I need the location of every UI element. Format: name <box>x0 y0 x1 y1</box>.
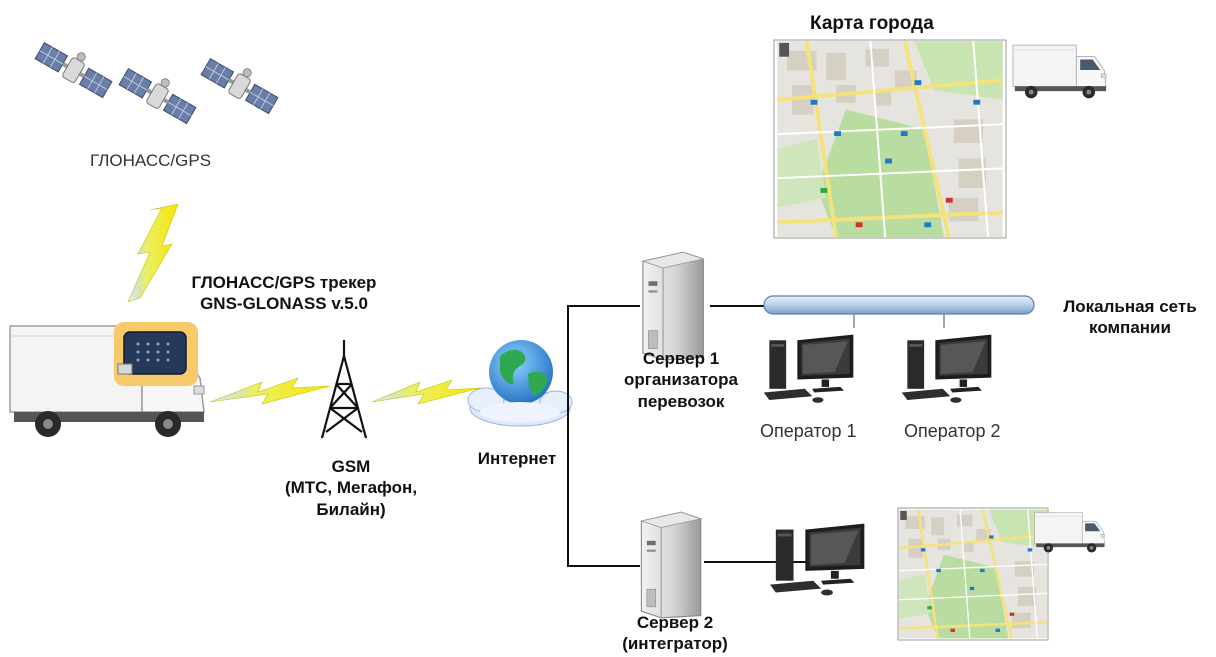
internet-label: Интернет <box>477 449 557 468</box>
truck-icon <box>1034 512 1105 553</box>
gsm-label-line1: GSM <box>331 457 371 476</box>
gsm-label-line2: (МТС, Мегафон, <box>284 478 418 498</box>
server-icon <box>642 251 704 361</box>
lan-label-line1: Локальная сеть <box>1063 297 1197 316</box>
workstation-icon <box>763 334 854 403</box>
gnss-label: ГЛОНАСС/GPS <box>90 151 212 170</box>
tracker-label-line2: GNS-GLONASS v.5.0 <box>200 294 368 314</box>
server1-label: Сервер 1 организатора перевозок <box>606 348 756 412</box>
gps-tracker-icon <box>114 322 198 386</box>
satellite-icon <box>199 56 280 116</box>
server1-label-line1: Сервер 1 <box>642 349 720 368</box>
satellite-icon <box>33 40 114 100</box>
city-map-icon <box>773 39 1007 239</box>
cell-tower-icon <box>320 340 368 439</box>
gsm-link-bolt-icon <box>209 377 331 405</box>
workstation-icon <box>769 523 865 596</box>
globe-cloud-icon <box>467 340 573 427</box>
workstation-icon <box>901 334 992 403</box>
server1-label-line3: перевозок <box>637 391 725 411</box>
gsm-label: GSM (МТС, Мегафон, Билайн) <box>256 456 446 520</box>
server1-label-line2: организатора <box>623 370 739 390</box>
operator1-label: Оператор 1 <box>760 421 857 441</box>
city-map-small-icon <box>897 507 1049 641</box>
server2-label-line2: (интегратор) <box>622 634 728 654</box>
server2-label: Сервер 2 (интегратор) <box>600 612 750 655</box>
operator2-label: Оператор 2 <box>904 421 1001 441</box>
internet-link-bolt-icon <box>371 379 481 405</box>
server2-label-line1: Сервер 2 <box>636 613 714 632</box>
gsm-label-line3: Билайн) <box>316 499 386 519</box>
lan-label-line2: компании <box>1089 318 1171 338</box>
city-map-title: Карта города <box>810 13 934 34</box>
truck-icon <box>1012 44 1107 99</box>
lan-label: Локальная сеть компании <box>1044 296 1216 339</box>
tracker-label-line1: ГЛОНАСС/GPS трекер <box>191 273 377 292</box>
server-icon <box>640 511 702 619</box>
satellite-link-bolt-icon <box>127 203 179 303</box>
tracker-label: ГЛОНАСС/GPS трекер GNS-GLONASS v.5.0 <box>174 272 394 315</box>
lan-bus <box>763 295 1035 328</box>
satellite-icon <box>117 66 198 126</box>
